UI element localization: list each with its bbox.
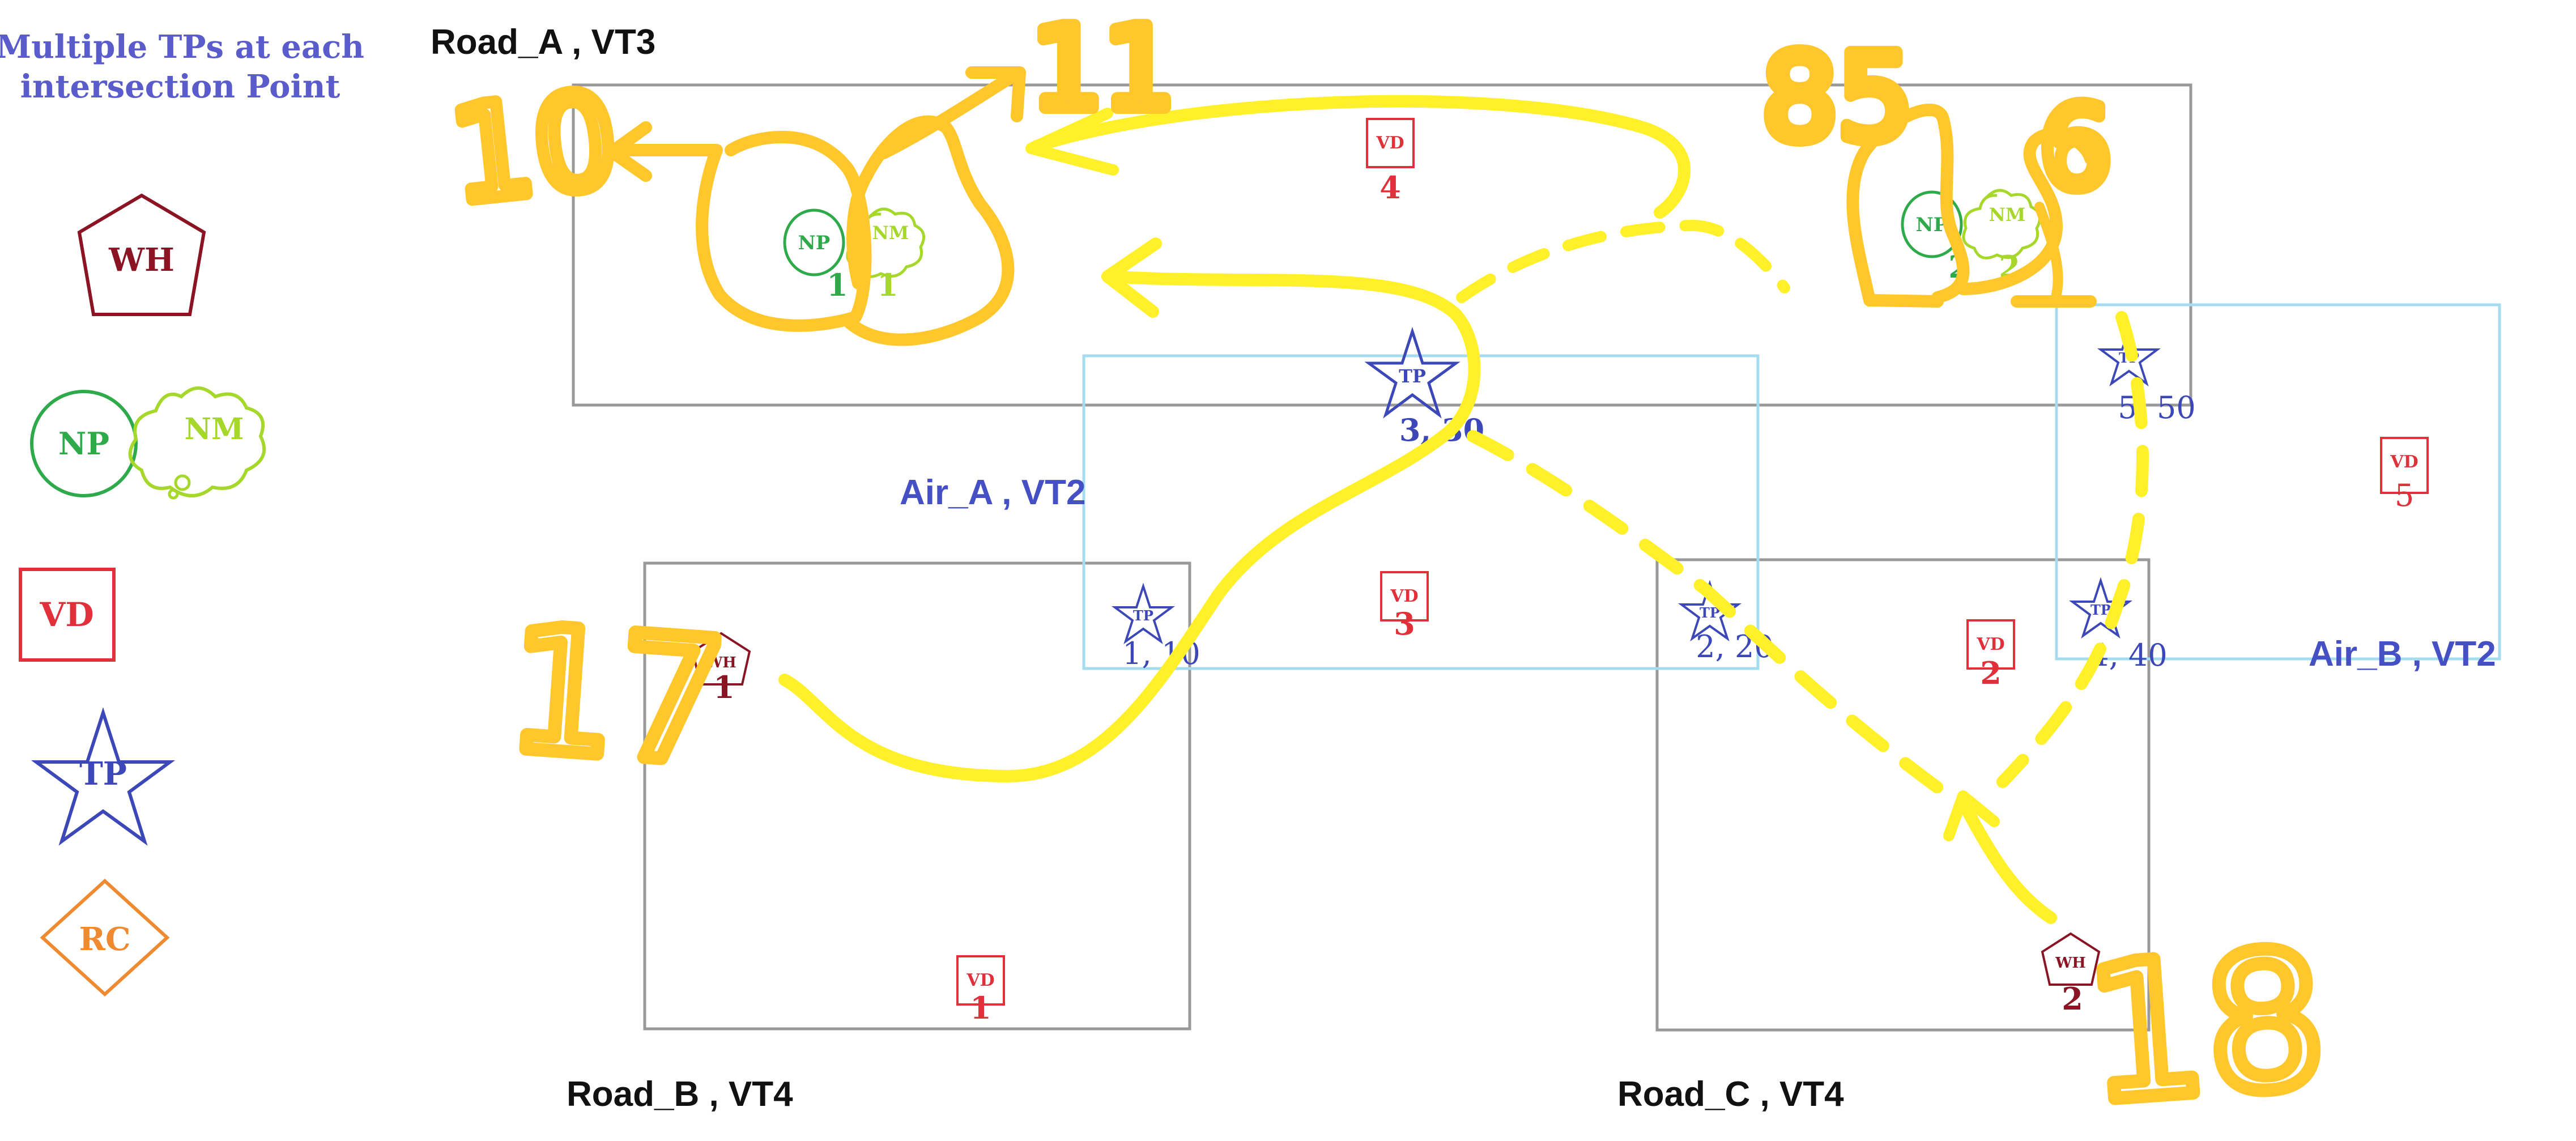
wh-node-2-num: 2 <box>2062 981 2083 1017</box>
ink-number-17: 17 <box>502 590 731 803</box>
region-air-b-label: Air_B , VT2 <box>2309 635 2496 674</box>
ink-arrowhead-17 <box>1101 237 1162 318</box>
region-road-b: Road_B , VT4 <box>567 561 1191 1114</box>
region-road-b-label: Road_B , VT4 <box>567 1075 793 1114</box>
nm-node-2-tag: NM <box>1989 204 2026 225</box>
vd-node-5-num: 5 <box>2395 478 2414 513</box>
region-road-c: Road_C , VT4 <box>1617 558 2151 1114</box>
legend-title-line1: Multiple TPs at each <box>0 28 364 66</box>
ink-number-11: 11 <box>1031 3 1176 135</box>
legend-wh-label: WH <box>108 241 174 279</box>
legend-tp-icon: TP <box>31 707 176 846</box>
tp-node-2: TP 2, 20 <box>1677 580 1774 665</box>
region-air-a-label: Air_A , VT2 <box>900 473 1085 512</box>
region-road-c-label: Road_C , VT4 <box>1617 1075 1844 1114</box>
legend-title-line2: intersection Point <box>20 68 340 105</box>
vd-node-4: VD 4 <box>1366 118 1415 206</box>
ink-number-10: 10 <box>444 65 624 232</box>
tp-node-5: TP 5, 50 <box>2097 325 2196 425</box>
ink-annotations: 10 11 85 6 17 18 <box>437 0 2339 1141</box>
legend: Multiple TPs at each intersection Point … <box>0 28 364 997</box>
wh-node-1-num: 1 <box>713 669 735 705</box>
vd-node-3-tag: VD <box>1390 586 1418 606</box>
legend-rc-icon: RC <box>40 878 170 997</box>
ink-dashed-85 <box>1456 220 1790 303</box>
vd-node-1: VD 1 <box>956 955 1005 1026</box>
legend-nm-label: NM <box>184 412 244 446</box>
ink-loop-3 <box>1846 103 1970 306</box>
region-air-a: Air_A , VT2 <box>900 354 1760 670</box>
vd-node-1-num: 1 <box>970 990 991 1026</box>
wh-node-2-tag: WH <box>2055 955 2086 972</box>
tp-node-1-tag: TP <box>1133 607 1153 624</box>
region-road-a: Road_A , VT3 <box>431 23 2192 407</box>
legend-vd-icon: VD <box>19 568 116 662</box>
ink-path-17 <box>778 270 1481 782</box>
vd-node-4-tag: VD <box>1376 133 1404 153</box>
ink-loop-2 <box>844 115 1015 346</box>
tp-node-1: TP 1, 10 <box>1111 582 1200 671</box>
ink-arrow-10 <box>606 121 652 182</box>
tp-node-3-tag: TP <box>1399 365 1426 387</box>
vd-node-3-num: 3 <box>1394 606 1415 642</box>
region-road-a-label: Road_A , VT3 <box>431 23 655 62</box>
region-air-b: Air_B , VT2 <box>2055 303 2501 674</box>
np-node-1-tag: NP <box>798 232 831 254</box>
nm-node-1-tag: NM <box>872 222 909 244</box>
legend-nm-icon: NM <box>128 386 266 500</box>
ink-number-18: 18 <box>2080 910 2332 1141</box>
ink-loop-4 <box>1957 127 2097 295</box>
ink-arrow-11 <box>878 67 1023 159</box>
legend-rc-label: RC <box>79 921 130 958</box>
legend-tp-label: TP <box>79 755 127 793</box>
vd-node-2-num: 2 <box>1980 655 2002 691</box>
legend-np-icon: NP <box>30 390 138 497</box>
ink-dashed-tp5 <box>1996 311 2149 788</box>
np-node-1-num: 1 <box>827 267 848 303</box>
ink-number-6: 6 <box>2039 82 2111 214</box>
ink-loop-1 <box>606 130 872 332</box>
ink-dashed-18 <box>1467 430 1944 794</box>
nm-node-1-num: 1 <box>877 267 899 303</box>
vd-node-5: VD 5 <box>2380 437 2429 513</box>
vd-node-1-tag: VD <box>966 970 994 990</box>
legend-np-label: NP <box>58 425 109 462</box>
ink-path-wh2 <box>1958 799 2057 924</box>
wh-node-1-tag: WH <box>705 654 736 671</box>
vd-node-4-num: 4 <box>1379 169 1401 206</box>
ink-arrow-top <box>1031 95 1691 219</box>
wh-node-2: WH 2 <box>2041 932 2101 1017</box>
vd-node-3: VD 3 <box>1380 571 1429 642</box>
legend-vd-label: VD <box>39 595 93 634</box>
vd-node-2: VD 2 <box>1966 619 2015 691</box>
vd-node-2-tag: VD <box>1976 635 2004 654</box>
wh-node-1: WH 1 <box>691 632 751 705</box>
vd-node-5-tag: VD <box>2390 452 2418 472</box>
legend-wh-icon: WH <box>77 193 206 316</box>
np-node-1: NP 1 <box>783 208 848 303</box>
ink-number-85: 85 <box>1762 28 1913 167</box>
tp-node-5-num: 5, 50 <box>2118 390 2195 425</box>
